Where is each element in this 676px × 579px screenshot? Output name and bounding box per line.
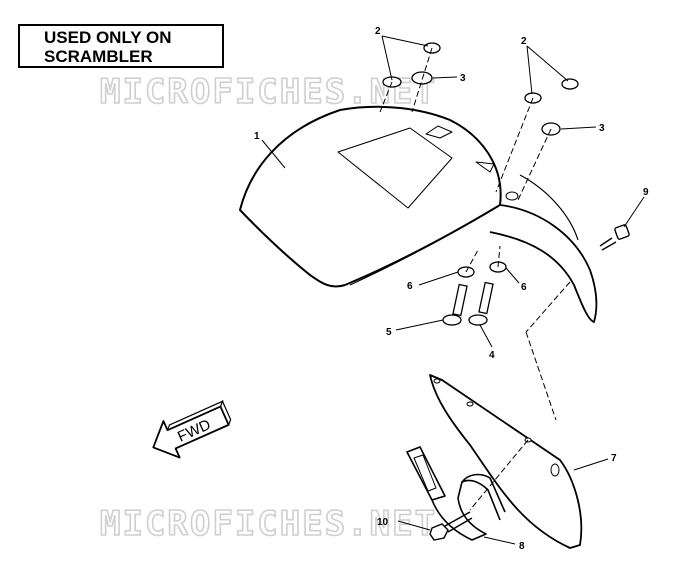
callout-plate: 7: [611, 453, 617, 464]
front-fender: [239, 105, 598, 323]
forward-arrow: FWD: [152, 399, 232, 459]
side-screw: [599, 224, 630, 251]
grommet-left: [411, 71, 433, 85]
callout-washer-top-right: 2: [521, 36, 527, 47]
hardware-washers: [382, 42, 579, 278]
notice-line-2: SCRAMBLER: [44, 47, 153, 66]
arrow-left-icon: [152, 405, 230, 459]
scrambler-notice-box: USED ONLY ON SCRAMBLER: [18, 24, 224, 68]
callout-washer-top-left: 2: [375, 26, 381, 37]
callout-bracket: 8: [519, 541, 525, 552]
forward-arrow-label: FWD: [175, 416, 213, 445]
callout-grommet-right: 3: [599, 123, 605, 134]
number-plate: [429, 374, 583, 549]
callout-fender: 1: [254, 131, 260, 142]
plate-bracket: [406, 446, 506, 541]
callout-collar-left: 6: [407, 281, 413, 292]
callout-screw-side: 9: [643, 187, 649, 198]
callout-grommet-left: 3: [460, 73, 466, 84]
assembly-lines: [379, 47, 571, 511]
notice-line-1: USED ONLY ON: [44, 28, 172, 47]
leader-lines: [261, 35, 645, 545]
hardware-bolts: [442, 281, 494, 326]
callout-bolt-right: 4: [489, 350, 495, 361]
watermark-bottom: MICROFICHES.NET: [100, 504, 437, 544]
washer-top-right-b: [561, 78, 579, 90]
bracket-screw: [429, 511, 473, 541]
callout-collar-right: 6: [521, 282, 527, 293]
callout-screw-bracket: 10: [377, 517, 389, 528]
callout-bolt-left: 5: [386, 327, 392, 338]
